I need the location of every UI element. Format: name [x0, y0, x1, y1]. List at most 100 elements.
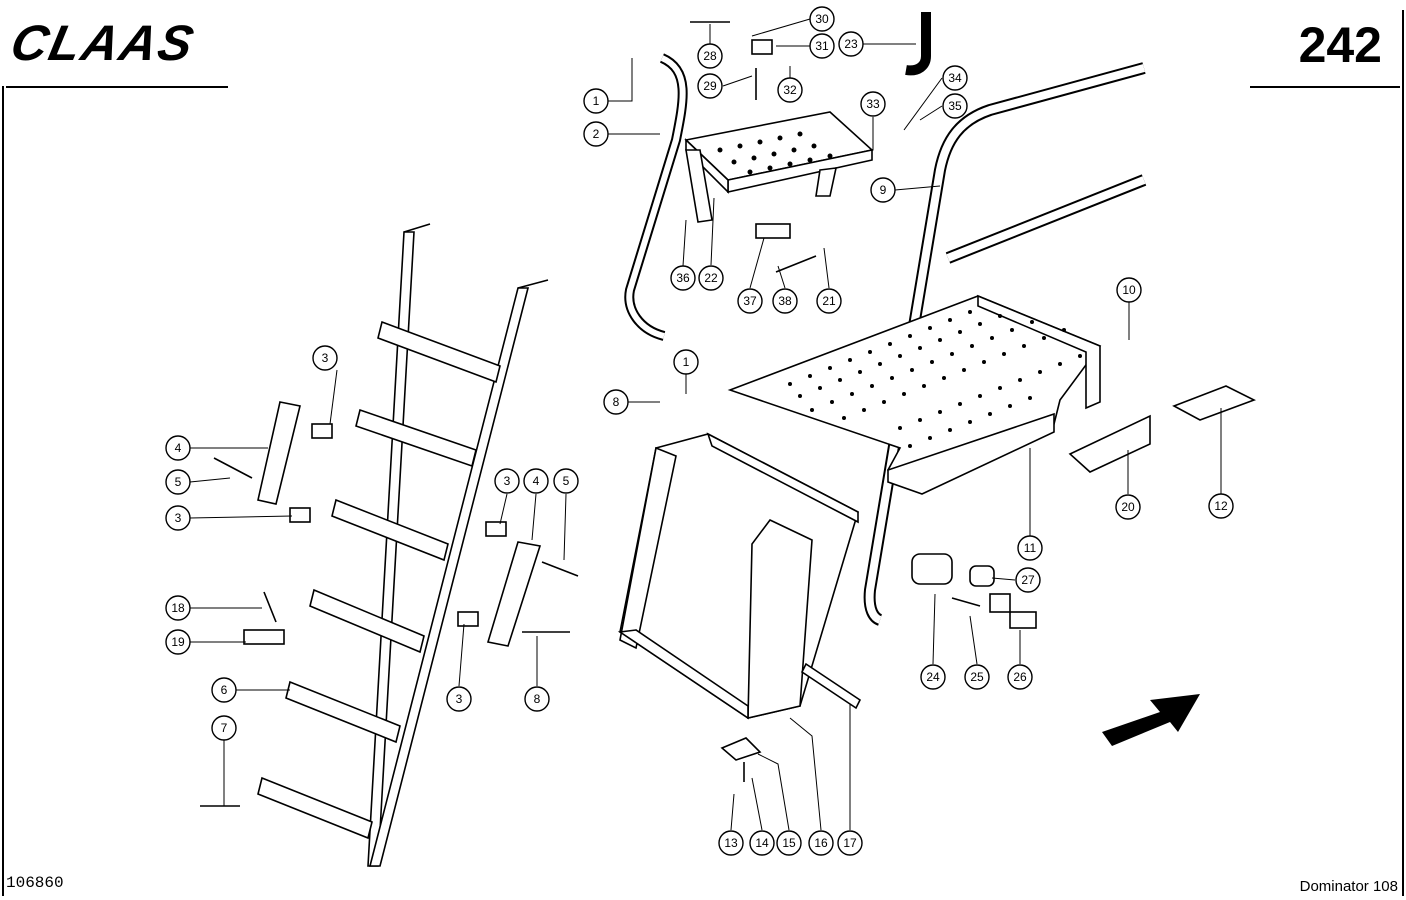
svg-text:2: 2 — [593, 127, 600, 141]
callout-3: 3 — [312, 345, 338, 371]
callout-36: 36 — [670, 265, 696, 291]
callout-5: 5 — [165, 469, 191, 495]
svg-text:26: 26 — [1013, 670, 1027, 684]
guide-rail-left — [257, 401, 301, 505]
svg-text:8: 8 — [613, 395, 620, 409]
svg-text:4: 4 — [533, 474, 540, 488]
svg-text:37: 37 — [743, 294, 757, 308]
leader-lines — [189, 18, 1222, 831]
callout-3-d: 3 — [446, 686, 472, 712]
callout-20: 20 — [1115, 494, 1141, 520]
callout-22: 22 — [698, 265, 724, 291]
callout-15: 15 — [776, 830, 802, 856]
callout-11: 11 — [1017, 535, 1043, 561]
callout-16: 16 — [808, 830, 834, 856]
svg-text:19: 19 — [171, 635, 185, 649]
plate-15 — [720, 737, 762, 761]
callout-23: 23 — [838, 31, 864, 57]
svg-text:1: 1 — [683, 355, 690, 369]
platform-perforation — [788, 310, 1082, 448]
callout-8: 8 — [603, 389, 629, 415]
callout-14: 14 — [749, 830, 775, 856]
svg-text:8: 8 — [534, 692, 541, 706]
svg-text:28: 28 — [703, 49, 717, 63]
svg-text:3: 3 — [456, 692, 463, 706]
frame-right-border — [1402, 10, 1404, 896]
spring-18 — [263, 591, 277, 623]
svg-text:21: 21 — [822, 294, 836, 308]
callout-21: 21 — [816, 288, 842, 314]
bolt-5b — [541, 561, 579, 577]
callout-1-b: 1 — [673, 349, 699, 375]
callout-19: 19 — [165, 629, 191, 655]
svg-text:16: 16 — [814, 836, 828, 850]
svg-text:5: 5 — [563, 474, 570, 488]
callout-4: 4 — [165, 435, 191, 461]
clip-26 — [1009, 611, 1037, 629]
bolt-5a — [213, 457, 253, 479]
pin-25 — [951, 597, 981, 607]
svg-text:23: 23 — [844, 37, 858, 51]
clamp-27 — [969, 565, 995, 587]
svg-text:38: 38 — [778, 294, 792, 308]
svg-text:14: 14 — [755, 836, 769, 850]
callout-10: 10 — [1116, 277, 1142, 303]
svg-text:1: 1 — [593, 94, 600, 108]
svg-text:24: 24 — [926, 670, 940, 684]
svg-text:33: 33 — [866, 97, 880, 111]
svg-text:7: 7 — [221, 721, 228, 735]
callout-37: 37 — [737, 288, 763, 314]
callout-6: 6 — [211, 677, 237, 703]
latch-38 — [775, 255, 817, 273]
clip-3c — [485, 521, 507, 537]
clip-3b — [289, 507, 311, 523]
header-rule-left — [6, 86, 228, 88]
svg-text:5: 5 — [175, 475, 182, 489]
callout-32: 32 — [777, 77, 803, 103]
clip-3d — [457, 611, 479, 627]
svg-text:6: 6 — [221, 683, 228, 697]
svg-text:35: 35 — [948, 99, 962, 113]
arrow-icon — [1102, 694, 1200, 746]
callout-5-b: 5 — [553, 468, 579, 494]
svg-text:17: 17 — [843, 836, 857, 850]
callout-8-b: 8 — [524, 686, 550, 712]
svg-text:25: 25 — [970, 670, 984, 684]
model-name: Dominator 108 — [1299, 878, 1398, 895]
callout-28: 28 — [697, 43, 723, 69]
svg-text:32: 32 — [783, 83, 797, 97]
plate-12 — [1172, 385, 1257, 421]
ladder — [257, 223, 549, 867]
svg-text:13: 13 — [724, 836, 738, 850]
svg-text:12: 12 — [1214, 499, 1228, 513]
bracket-37 — [755, 223, 791, 239]
svg-text:22: 22 — [704, 271, 718, 285]
svg-text:31: 31 — [815, 39, 829, 53]
page-number: 242 — [1298, 17, 1382, 73]
clamp-24 — [911, 553, 953, 585]
svg-text:9: 9 — [880, 183, 887, 197]
angle-17 — [800, 662, 862, 710]
callout-29: 29 — [697, 73, 723, 99]
callout-34: 34 — [942, 65, 968, 91]
callout-27: 27 — [1015, 567, 1041, 593]
callout-24: 24 — [920, 664, 946, 690]
callout-38: 38 — [772, 288, 798, 314]
svg-text:27: 27 — [1021, 573, 1035, 587]
svg-text:29: 29 — [703, 79, 717, 93]
callout-17: 17 — [837, 830, 863, 856]
document-number: 106860 — [6, 874, 64, 892]
callout-35: 35 — [942, 93, 968, 119]
bracket-20 — [1068, 414, 1151, 473]
callout-18: 18 — [165, 595, 191, 621]
svg-text:11: 11 — [1024, 541, 1037, 555]
svg-text:4: 4 — [175, 441, 182, 455]
svg-text:34: 34 — [948, 71, 962, 85]
callout-26: 26 — [1007, 664, 1033, 690]
header-rule-right — [1250, 86, 1400, 88]
callout-12: 12 — [1208, 493, 1234, 519]
callout-2: 2 — [583, 121, 609, 147]
callout-7: 7 — [211, 715, 237, 741]
svg-text:36: 36 — [676, 271, 690, 285]
